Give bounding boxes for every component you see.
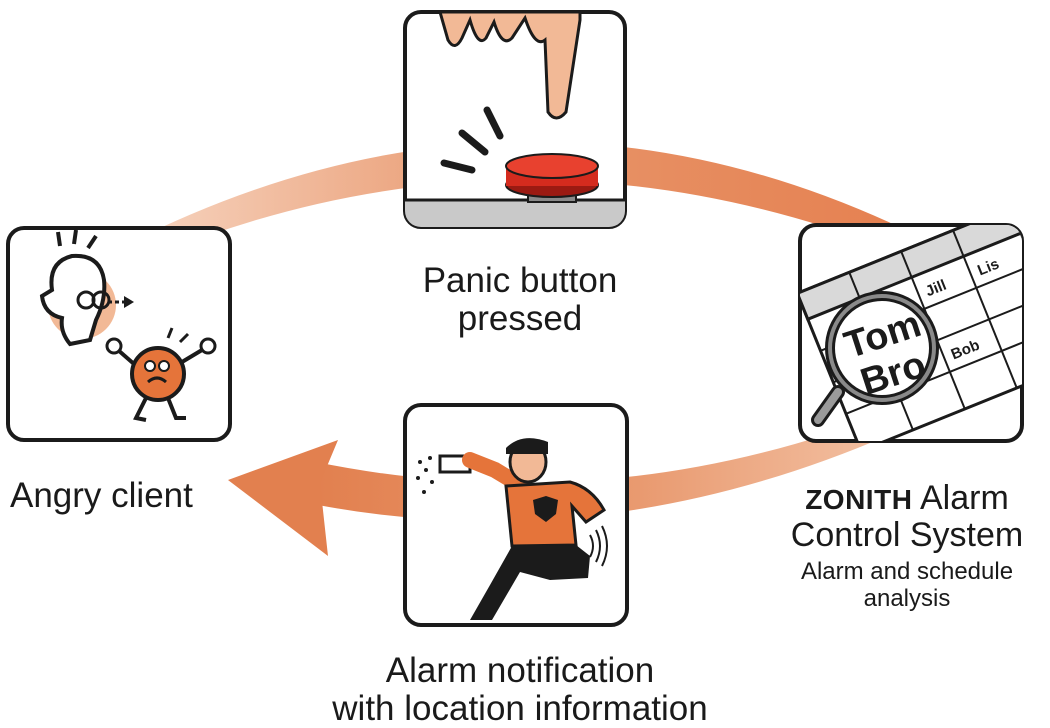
label-zonith-system: ZONITH Alarm Control System Alarm and sc… <box>762 480 1050 613</box>
zonith-subtitle-line-2: analysis <box>863 585 951 613</box>
label-zonith-title-line-2: Control System <box>790 515 1024 554</box>
label-panic-line-2: pressed <box>457 298 583 338</box>
label-notify-line-1: Alarm notification <box>385 651 655 690</box>
zonith-title-rest: Alarm <box>920 479 1009 517</box>
label-panic-line-1: Panic button <box>422 261 618 300</box>
label-notify-line-2: with location information <box>332 688 708 728</box>
label-alarm-notification: Alarm notification with location informa… <box>260 652 780 728</box>
schedule-name-jill: Jill <box>923 277 949 301</box>
cycle-arrowhead <box>228 440 338 556</box>
schedule-name-lis: Lis <box>975 255 1001 279</box>
panel-zonith-system: Jill Lis Bob Tom Bro <box>798 223 1024 443</box>
label-zonith-title-line-1: ZONITH Alarm <box>762 480 1050 517</box>
label-angry-client: Angry client <box>10 476 193 515</box>
angry-client-icon <box>39 229 217 422</box>
zonith-brand: ZONITH <box>805 484 913 515</box>
guard-running-icon <box>416 438 608 620</box>
label-zonith-subtitle: Alarm and schedule analysis <box>762 559 1050 613</box>
finger-press-icon <box>405 12 625 227</box>
panel-panic-button <box>403 10 627 229</box>
panel-guard-running <box>403 403 629 627</box>
panel-angry-client <box>6 226 232 442</box>
zonith-subtitle-line-1: Alarm and schedule <box>800 558 1014 586</box>
label-panic-button: Panic button pressed <box>355 262 685 338</box>
magnifier-schedule-icon: Jill Lis Bob Tom Bro <box>800 225 1022 441</box>
cycle-arc-top <box>125 141 912 262</box>
